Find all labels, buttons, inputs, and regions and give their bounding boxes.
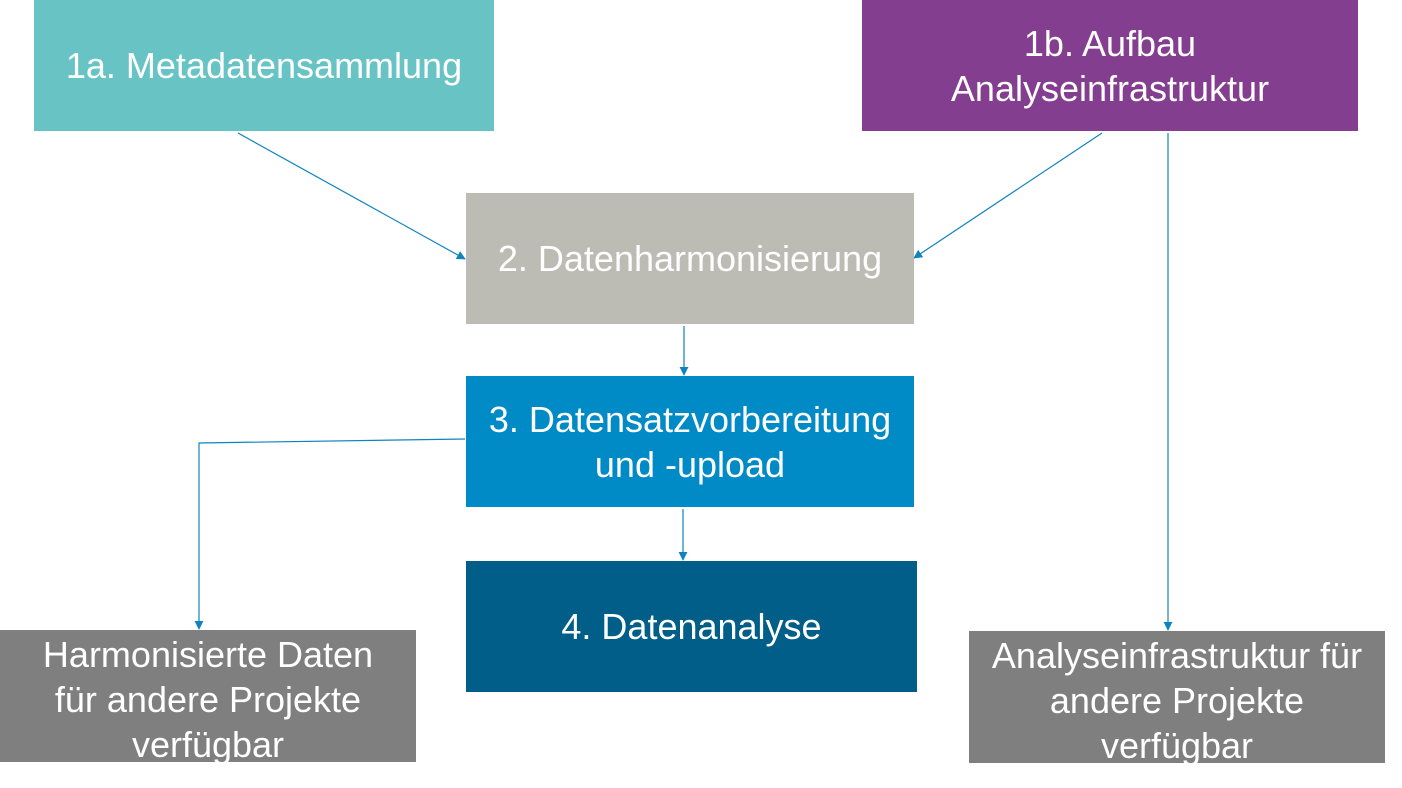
node-analyseinfrastruktur-output: Analyseinfrastruktur für andere Projekte… (969, 631, 1385, 766)
node-harmonisierte-daten-output: Harmonisierte Daten für andere Projekte … (0, 630, 416, 765)
node-label: 1a. Metadatensammlung (65, 45, 463, 86)
node-datensatzvorbereitung: 3. Datensatzvorbereitung und -upload (466, 376, 914, 507)
node-label: 1b. Aufbau Analyseinfrastruktur (950, 22, 1270, 109)
node-datenharmonisierung: 2. Datenharmonisierung (466, 193, 914, 324)
node-datenanalyse: 4. Datenanalyse (466, 561, 917, 692)
node-label: 4. Datenanalyse (561, 606, 822, 647)
node-label: 3. Datensatzvorbereitung und -upload (488, 398, 892, 485)
edge-1a-to-2 (237, 132, 466, 260)
node-label: 2. Datenharmonisierung (497, 238, 883, 279)
node-aufbau-analyseinfrastruktur: 1b. Aufbau Analyseinfrastruktur (862, 0, 1358, 131)
node-label: Harmonisierte Daten für andere Projekte … (42, 634, 374, 765)
edge-3-to-harmonized-output (194, 438, 466, 630)
edge-1b-to-2 (913, 132, 1103, 259)
node-label: Analyseinfrastruktur für andere Projekte… (991, 635, 1363, 766)
node-metadatensammlung: 1a. Metadatensammlung (34, 0, 494, 131)
